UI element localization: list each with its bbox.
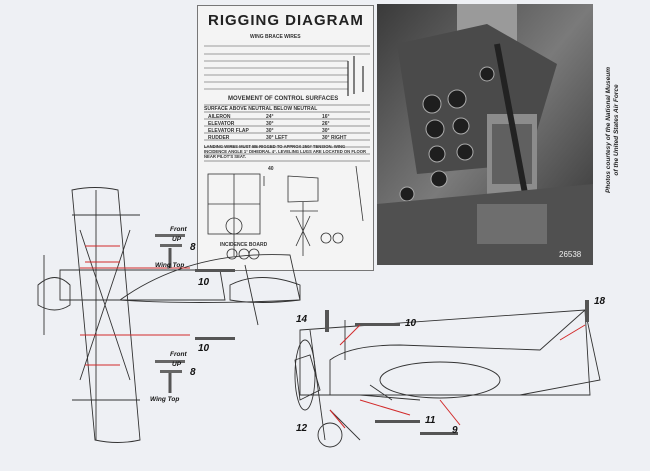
label-18: 18 — [594, 296, 606, 307]
incidence-board-label: INCIDENCE BOARD — [220, 242, 268, 248]
label-10-b: 10 — [198, 343, 210, 354]
control-row-below: 16° — [322, 114, 330, 120]
control-columns: SURFACE ABOVE NEUTRAL BELOW NEUTRAL — [204, 106, 318, 112]
control-row-surface: ELEVATOR FLAP — [208, 128, 249, 134]
control-row-surface: ELEVATOR — [208, 121, 235, 127]
label-9: 9 — [452, 425, 458, 436]
label-wing-top-1: Wing Top — [155, 262, 185, 269]
control-row-above: 30° — [266, 128, 274, 134]
control-row-below: 30° RIGHT — [322, 135, 347, 141]
control-row-below: 30° — [322, 128, 330, 134]
control-heading: MOVEMENT OF CONTROL SURFACES — [228, 96, 339, 102]
control-row-above: 24° — [266, 114, 274, 120]
label-front-top: Front — [170, 226, 187, 233]
rigging-table-lines — [204, 45, 370, 260]
rigging-title: RIGGING DIAGRAM — [208, 12, 364, 29]
label-wing-top-2: Wing Top — [150, 396, 180, 403]
label-up-bottom: UP — [172, 361, 182, 368]
wing-brace-heading: WING BRACE WIRES — [250, 34, 301, 40]
control-row-above: 30° — [266, 121, 274, 127]
label-8-top: 8 — [190, 242, 196, 253]
side-view-aircraft — [294, 309, 601, 448]
label-11: 11 — [425, 415, 436, 426]
label-up-top: UP — [172, 236, 182, 243]
label-12: 12 — [296, 423, 308, 434]
label-8-bottom: 8 — [190, 367, 196, 378]
label-14: 14 — [296, 314, 308, 325]
label-front-bottom: Front — [170, 351, 187, 358]
control-row-surface: RUDDER — [208, 135, 230, 141]
rigging-diagram-panel: RIGGING DIAGRAM WING BRACE WIRES — [197, 5, 374, 271]
label-10-c: 10 — [405, 318, 417, 329]
rigging-note: LANDING WIRES MUST BE RIGGED TO APPROX 2… — [204, 144, 367, 159]
cockpit-photo-image: 26538 — [377, 4, 593, 265]
control-row-surface: AILERON — [208, 114, 231, 120]
label-10-a: 10 — [198, 277, 210, 288]
control-row-above: 30° LEFT — [266, 135, 288, 141]
dimension-label: 40 — [268, 166, 274, 172]
control-row-below: 26° — [322, 121, 330, 127]
decal-markers — [80, 234, 589, 435]
plan-view-aircraft — [37, 187, 301, 443]
cockpit-photo: 26538 — [377, 4, 593, 265]
photo-serial: 26538 — [559, 250, 582, 259]
